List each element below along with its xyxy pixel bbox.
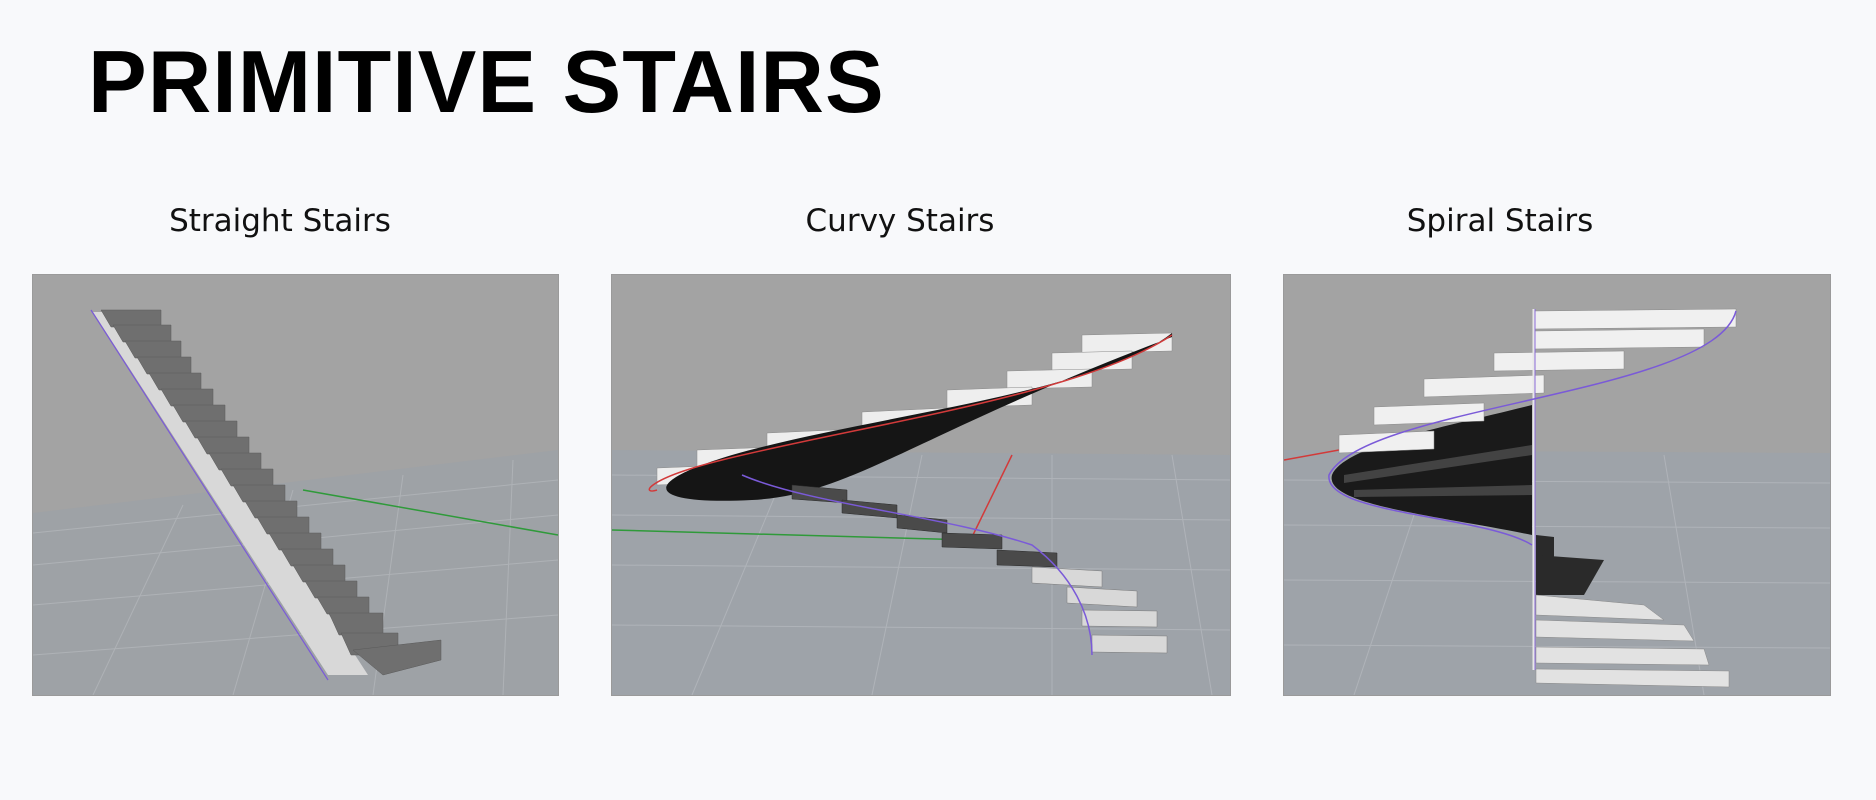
curvy-stairs-image: [612, 275, 1230, 695]
straight-stairs-image: [33, 275, 558, 695]
straight-stairs-viewport: [32, 274, 559, 696]
curvy-stairs-viewport: [611, 274, 1231, 696]
caption-straight-stairs: Straight Stairs: [169, 203, 391, 239]
caption-spiral-stairs: Spiral Stairs: [1406, 203, 1594, 239]
caption-curvy-stairs: Curvy Stairs: [805, 203, 995, 239]
spiral-stairs-image: [1284, 275, 1830, 695]
spiral-stairs-viewport: [1283, 274, 1831, 696]
slide-title: PRIMITIVE STAIRS: [88, 32, 885, 131]
